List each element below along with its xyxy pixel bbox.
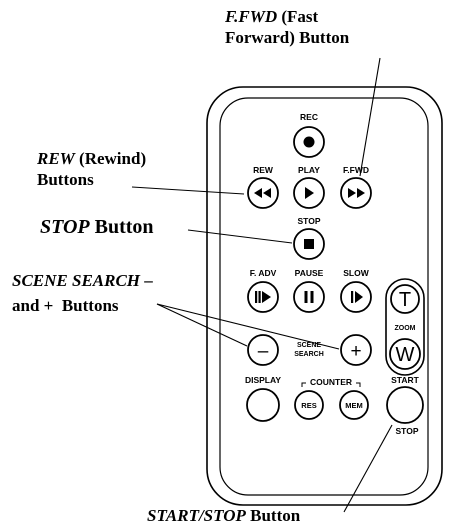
start-stop-bottom-label: STOP — [396, 426, 419, 436]
stop-button[interactable] — [293, 228, 325, 260]
rec-label: REC — [300, 112, 318, 122]
stop-leader-line — [187, 229, 293, 244]
fadv-label: F. ADV — [250, 268, 277, 278]
record-dot-icon — [303, 136, 315, 148]
fadv-button[interactable] — [247, 281, 279, 313]
ffwd-callout-line2: Forward) Button — [225, 28, 350, 48]
ffwd-callout-name: F.FWD — [225, 7, 278, 26]
stop-square-icon — [304, 239, 314, 249]
start-stop-button[interactable] — [386, 386, 424, 424]
ffwd-leader-line — [359, 57, 381, 177]
remote-body-outer — [206, 86, 443, 506]
rewind-icon — [254, 188, 271, 198]
ffwd-callout-line1: F.FWD (Fast — [225, 6, 349, 27]
stop-callout: STOP Button — [40, 215, 154, 240]
rew-callout: REW (Rewind) Buttons — [37, 148, 146, 191]
plus-icon: + — [350, 341, 361, 362]
scene-search-plus-leader — [156, 303, 340, 350]
ffwd-callout: F.FWD (Fast Forward) Button — [225, 6, 349, 49]
scene-search-callout-line2: and + Buttons — [12, 295, 119, 315]
frame-advance-icon — [255, 291, 271, 303]
play-button[interactable] — [293, 177, 325, 209]
play-icon — [305, 187, 314, 199]
zoom-rocker[interactable]: T ZOOM W — [385, 278, 425, 376]
pause-button[interactable] — [293, 281, 325, 313]
slow-label: SLOW — [343, 268, 369, 278]
zoom-w-label: W — [396, 344, 415, 366]
stop-label: STOP — [298, 216, 321, 226]
counter-bracket — [301, 382, 361, 387]
ffwd-button[interactable] — [340, 177, 372, 209]
pause-label: PAUSE — [295, 268, 324, 278]
pause-icon — [304, 291, 314, 303]
scene-search-callout-line1: SCENE SEARCH – — [12, 269, 153, 294]
scene-search-minus-leader — [156, 303, 248, 347]
scene-search-callout-suffix: – — [140, 271, 153, 290]
minus-icon: – — [258, 341, 269, 362]
scene-search-callout-name: SCENE SEARCH — [12, 271, 141, 290]
slow-button[interactable] — [340, 281, 372, 313]
scene-search-plus-button[interactable]: + — [340, 334, 372, 366]
mem-label: MEM — [345, 401, 363, 410]
remote-body-inner — [219, 97, 429, 496]
counter-reset-button[interactable]: RES — [294, 390, 324, 420]
start-stop-callout-suffix: Button — [245, 506, 301, 525]
display-label: DISPLAY — [245, 375, 281, 385]
rec-button[interactable] — [293, 126, 325, 158]
slow-icon — [351, 291, 363, 303]
ffwd-callout-suffix: (Fast — [277, 7, 319, 26]
zoom-t-label: T — [399, 289, 411, 311]
display-button[interactable] — [246, 388, 280, 422]
stop-callout-name: STOP — [40, 216, 90, 238]
res-label: RES — [301, 401, 316, 410]
fast-forward-icon — [348, 188, 365, 198]
zoom-label: ZOOM — [395, 325, 416, 332]
play-label: PLAY — [298, 165, 320, 175]
start-label: START — [391, 375, 420, 385]
counter-memory-button[interactable]: MEM — [339, 390, 369, 420]
rew-label: REW — [253, 165, 274, 175]
rew-callout-name: REW — [37, 149, 75, 168]
scene-search-label-1: SCENE — [297, 342, 321, 349]
rew-callout-line1: REW (Rewind) — [37, 148, 146, 169]
rew-button[interactable] — [247, 177, 279, 209]
stop-callout-suffix: Button — [89, 216, 154, 238]
scene-search-minus-button[interactable]: – — [247, 334, 279, 366]
scene-search-label-2: SEARCH — [294, 351, 324, 358]
rew-callout-line2: Buttons — [37, 170, 94, 190]
scene-search-callout: SCENE SEARCH – and + Buttons — [12, 269, 153, 318]
zoom-wide-button[interactable]: W — [389, 338, 421, 370]
zoom-tele-button[interactable]: T — [390, 284, 420, 314]
start-stop-leader-line — [343, 424, 393, 513]
start-stop-callout: START/STOP Button — [147, 505, 300, 526]
rew-leader-line — [131, 186, 245, 195]
counter-label: COUNTER — [310, 377, 352, 387]
start-stop-callout-name: START/STOP — [147, 506, 246, 525]
rew-callout-suffix: (Rewind) — [74, 149, 147, 168]
ffwd-label: F.FWD — [343, 165, 369, 175]
